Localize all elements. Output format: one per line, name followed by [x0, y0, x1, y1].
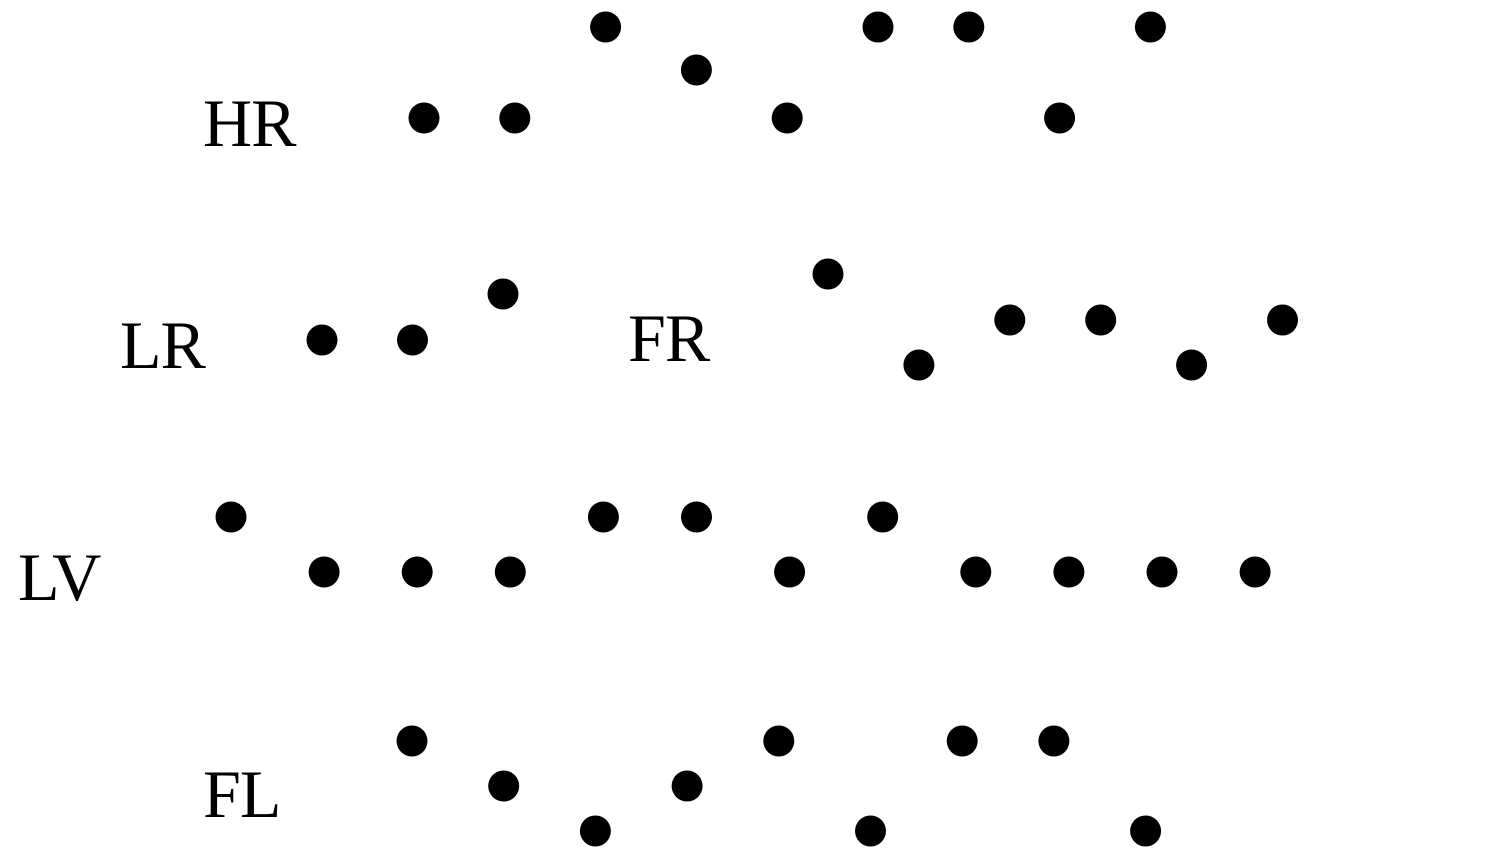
row-label-fr: FR [628, 300, 710, 376]
dot-hr-4 [680, 54, 712, 86]
dot-hr-5 [771, 102, 803, 134]
dot-hr-6 [862, 11, 894, 43]
dot-lv-10 [1053, 556, 1085, 588]
dot-lr-1 [306, 324, 338, 356]
dot-fr-3 [994, 304, 1026, 336]
dot-fl-5 [763, 725, 795, 757]
dot-fr-6 [1267, 304, 1298, 336]
row-label-lv: LV [18, 539, 101, 615]
dot-fr-5 [1176, 349, 1208, 381]
dot-lv-7 [774, 556, 806, 588]
dot-hr-3 [590, 11, 622, 43]
dot-fl-3 [579, 815, 611, 847]
dot-lv-4 [494, 556, 526, 588]
dot-fl-6 [855, 815, 886, 847]
dot-hr-9 [1134, 11, 1166, 43]
dot-fl-4 [671, 770, 703, 802]
dot-lr-3 [487, 278, 519, 310]
dot-lr-2 [397, 324, 428, 356]
dot-lv-8 [867, 501, 899, 533]
dot-hr-7 [953, 11, 985, 43]
dot-hr-2 [499, 102, 531, 134]
dot-lv-5 [587, 501, 619, 533]
row-label-lr: LR [120, 307, 206, 383]
dot-hr-8 [1044, 102, 1076, 134]
dot-lv-3 [401, 556, 433, 588]
dot-fr-4 [1085, 304, 1117, 336]
dot-lv-1 [215, 501, 247, 533]
dot-lv-6 [681, 501, 712, 533]
dot-fl-8 [1038, 725, 1070, 757]
dot-fl-1 [396, 725, 428, 757]
dot-lv-11 [1146, 556, 1178, 588]
dot-fl-2 [488, 770, 520, 802]
row-label-hr: HR [203, 85, 296, 161]
dot-fr-1 [812, 258, 844, 290]
row-label-fl: FL [203, 756, 281, 832]
dot-hr-1 [408, 102, 440, 134]
dot-lv-12 [1239, 556, 1271, 588]
dot-fr-2 [903, 349, 935, 381]
dot-fl-9 [1130, 815, 1162, 847]
dot-lv-9 [960, 556, 992, 588]
dot-lv-2 [308, 556, 340, 588]
dot-fl-7 [946, 725, 978, 757]
